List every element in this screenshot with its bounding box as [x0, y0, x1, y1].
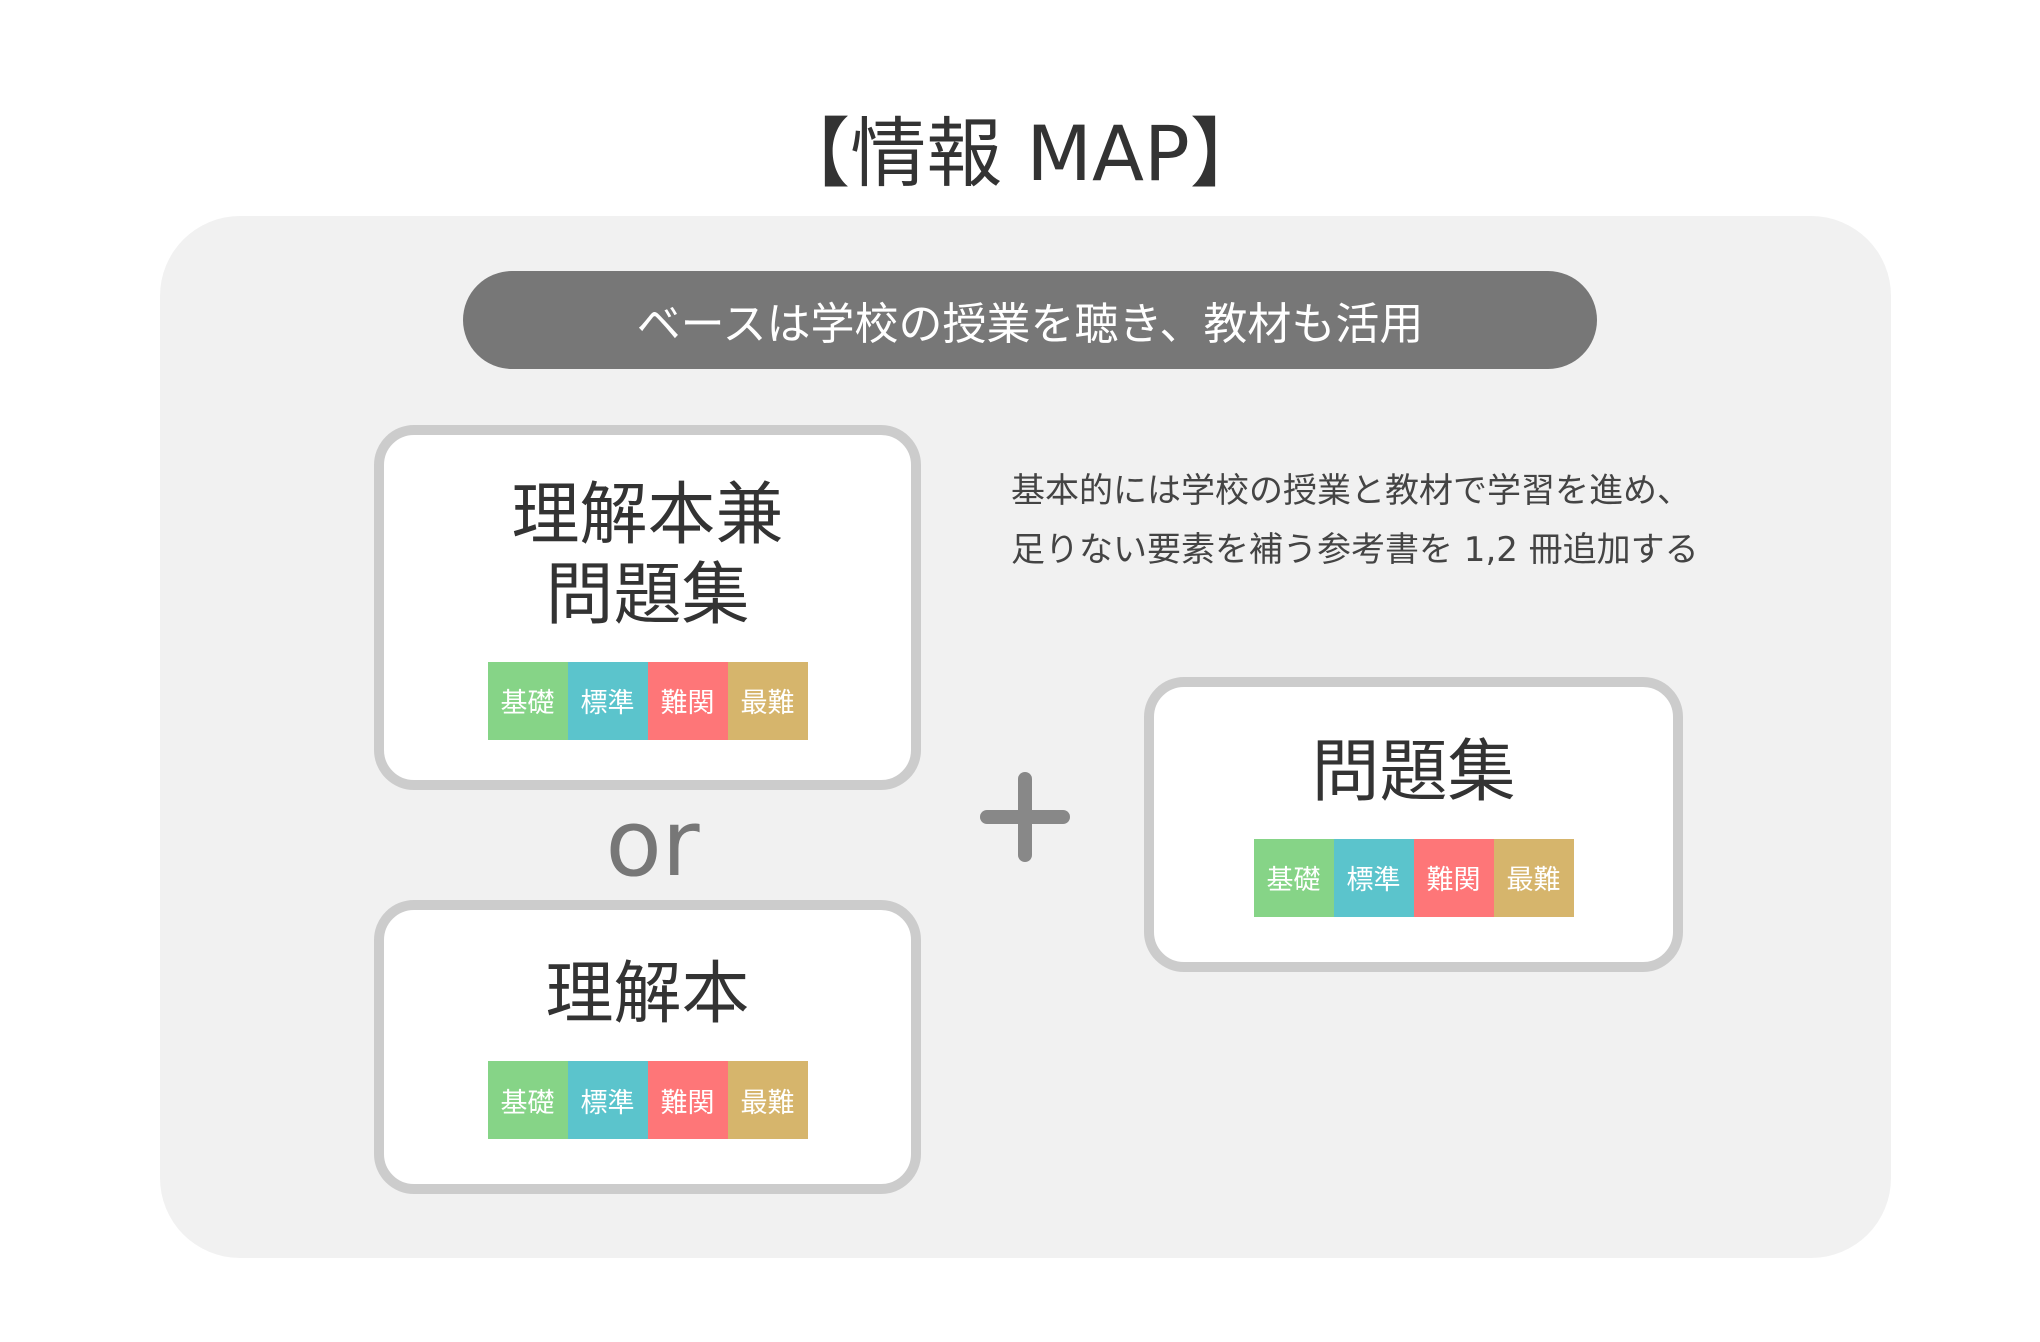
base-banner: ベースは学校の授業を聴き、教材も活用: [463, 271, 1597, 369]
page-title: 【情報 MAP】: [774, 109, 1266, 198]
level-tag: 難関: [647, 661, 728, 740]
level-tag: 基礎: [487, 661, 568, 740]
explanation-note: 基本的には学校の授業と教材で学習を進め、 足りない要素を補う参考書を 1,2 冊…: [1011, 462, 1699, 580]
card-title: 理解本兼問題集: [511, 476, 783, 636]
card-title: 問題集: [1311, 732, 1516, 812]
level-tag: 最難: [727, 661, 808, 740]
card-title-line: 理解本兼: [511, 475, 784, 555]
level-tags: 基礎標準難関最難: [1253, 838, 1574, 917]
level-tags: 基礎標準難関最難: [487, 661, 808, 740]
level-tag: 基礎: [1253, 838, 1334, 917]
plus-icon: [980, 772, 1070, 862]
card-problem-book: 問題集 基礎標準難関最難: [1144, 677, 1683, 972]
level-tag: 基礎: [487, 1061, 568, 1139]
card-combined-book: 理解本兼問題集 基礎標準難関最難: [374, 425, 921, 790]
level-tag: 最難: [1493, 838, 1574, 917]
level-tag: 最難: [727, 1061, 808, 1139]
level-tag: 標準: [1333, 838, 1414, 917]
level-tag: 標準: [567, 661, 648, 740]
note-line: 基本的には学校の授業と教材で学習を進め、: [1011, 471, 1691, 511]
level-tag: 標準: [567, 1061, 648, 1139]
level-tag: 難関: [1413, 838, 1494, 917]
level-tags: 基礎標準難関最難: [487, 1061, 808, 1139]
card-title: 理解本: [545, 955, 750, 1034]
card-understanding-book: 理解本 基礎標準難関最難: [374, 900, 921, 1194]
card-title-line: 問題集: [545, 555, 750, 635]
note-line: 足りない要素を補う参考書を 1,2 冊追加する: [1011, 530, 1699, 570]
or-label: or: [605, 790, 700, 897]
level-tag: 難関: [647, 1061, 728, 1139]
